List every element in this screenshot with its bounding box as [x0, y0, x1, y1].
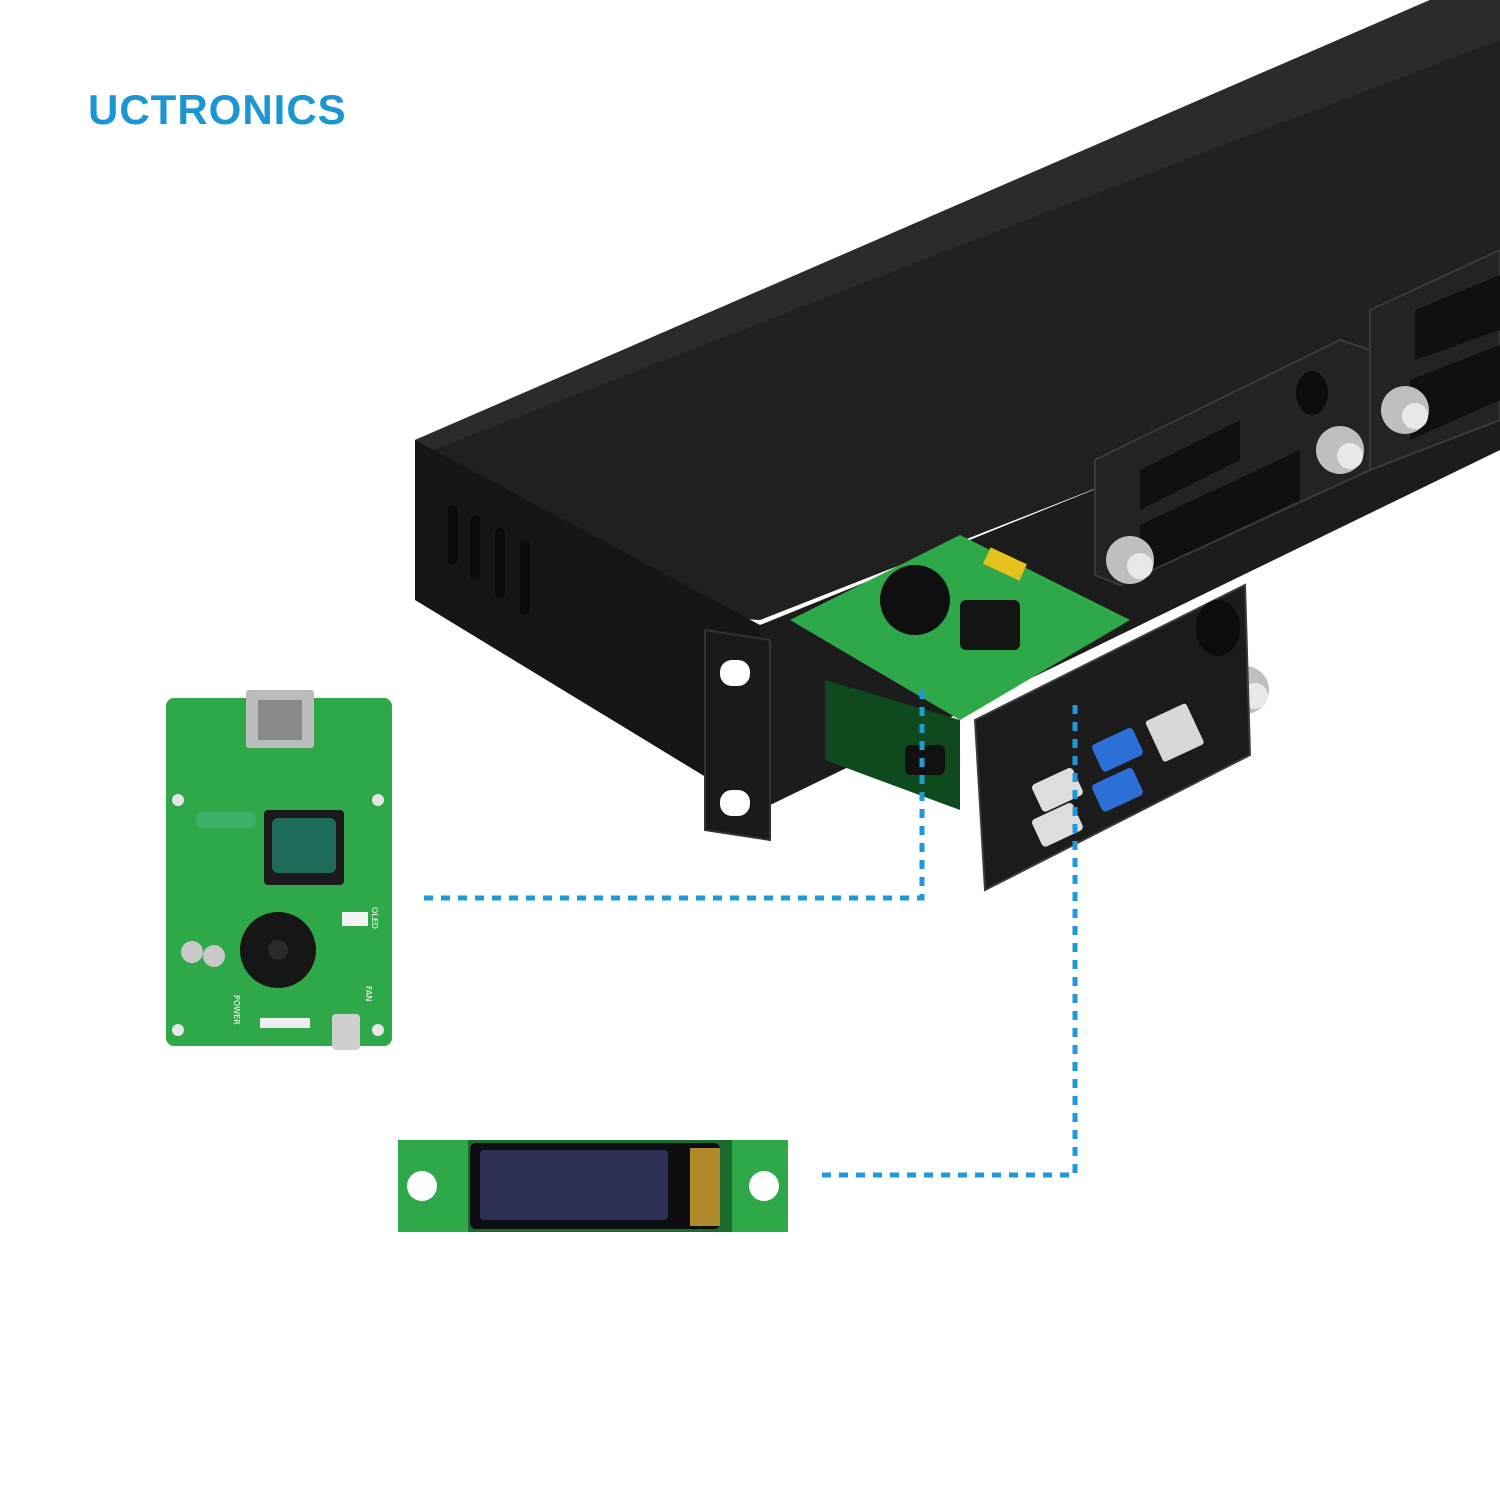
brand-logo: UCTRONICS: [88, 86, 347, 133]
power-fan-board: OLED FAN POWER: [166, 690, 392, 1050]
board-label-fan: FAN: [364, 986, 373, 1001]
oled-module: [398, 1140, 788, 1232]
connector-line-oled-module: [820, 705, 1078, 1178]
sliding-module: [790, 535, 1252, 892]
connector-lines: [420, 690, 1078, 1178]
board-label-power: POWER: [232, 995, 241, 1025]
board-label-oled: OLED: [370, 907, 379, 929]
connector-line-power-board: [420, 690, 925, 901]
